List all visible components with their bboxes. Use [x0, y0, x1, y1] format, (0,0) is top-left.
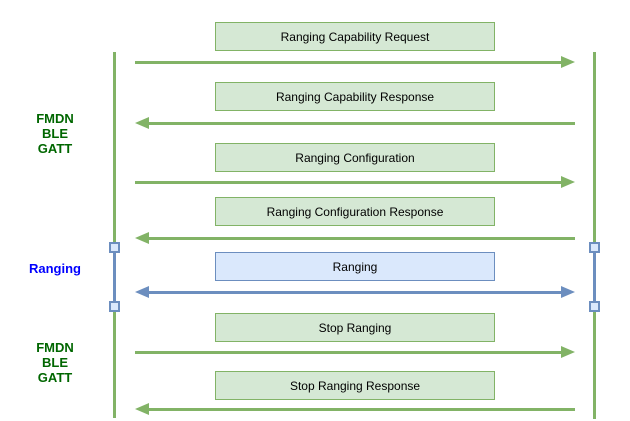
- arrow-left-stop-ranging-response: [135, 403, 575, 415]
- phase-label-line: FMDN: [36, 340, 74, 355]
- arrow-right-ranging-capability-request: [135, 56, 575, 68]
- phase-label-line: GATT: [37, 141, 73, 156]
- message-box-stop-ranging-response: Stop Ranging Response: [215, 371, 495, 400]
- message-box-ranging-capability-response: Ranging Capability Response: [215, 82, 495, 111]
- arrow-shaft: [135, 350, 564, 354]
- left-activation-start-marker: [109, 242, 120, 253]
- arrow-shaft: [146, 407, 575, 411]
- phase-label-fmdn-ble-gatt-top: FMDN BLE GATT: [10, 111, 100, 156]
- arrow-shaft: [146, 121, 575, 125]
- arrowhead-left-icon: [135, 403, 149, 415]
- message-label: Ranging: [332, 259, 378, 274]
- right-activation-end-marker: [589, 301, 600, 312]
- phase-label-fmdn-ble-gatt-bottom: FMDN BLE GATT: [10, 340, 100, 385]
- arrow-left-ranging-configuration-response: [135, 232, 575, 244]
- message-label: Ranging Capability Response: [275, 89, 435, 104]
- phase-label-line: Ranging: [29, 261, 81, 276]
- left-lifeline: [113, 52, 116, 418]
- arrow-shaft: [146, 236, 575, 240]
- message-label: Stop Ranging: [318, 320, 392, 335]
- phase-label-line: BLE: [42, 126, 68, 141]
- arrowhead-right-icon: [561, 346, 575, 358]
- message-label: Ranging Capability Request: [280, 29, 430, 44]
- message-label: Stop Ranging Response: [289, 378, 421, 393]
- message-box-ranging-capability-request: Ranging Capability Request: [215, 22, 495, 51]
- arrow-shaft: [135, 60, 564, 64]
- arrowhead-left-icon: [135, 286, 149, 298]
- phase-label-line: BLE: [42, 355, 68, 370]
- message-box-ranging: Ranging: [215, 252, 495, 281]
- arrowhead-left-icon: [135, 232, 149, 244]
- arrow-left-ranging-capability-response: [135, 117, 575, 129]
- arrow-bidirectional-ranging: [135, 286, 575, 298]
- arrow-shaft: [135, 180, 564, 184]
- message-box-ranging-configuration: Ranging Configuration: [215, 143, 495, 172]
- right-activation-start-marker: [589, 242, 600, 253]
- phase-label-ranging: Ranging: [10, 261, 100, 276]
- arrow-shaft: [146, 290, 564, 294]
- arrowhead-right-icon: [561, 286, 575, 298]
- message-label: Ranging Configuration Response: [266, 204, 444, 219]
- left-activation-end-marker: [109, 301, 120, 312]
- arrowhead-right-icon: [561, 176, 575, 188]
- message-label: Ranging Configuration: [295, 150, 415, 165]
- arrowhead-right-icon: [561, 56, 575, 68]
- left-ranging-activation-line: [113, 248, 116, 307]
- arrowhead-left-icon: [135, 117, 149, 129]
- message-box-ranging-configuration-response: Ranging Configuration Response: [215, 197, 495, 226]
- phase-label-line: GATT: [37, 370, 73, 385]
- message-box-stop-ranging: Stop Ranging: [215, 313, 495, 342]
- right-lifeline: [593, 52, 596, 419]
- right-ranging-activation-line: [593, 248, 596, 307]
- phase-label-line: FMDN: [36, 111, 74, 126]
- arrow-right-stop-ranging: [135, 346, 575, 358]
- arrow-right-ranging-configuration: [135, 176, 575, 188]
